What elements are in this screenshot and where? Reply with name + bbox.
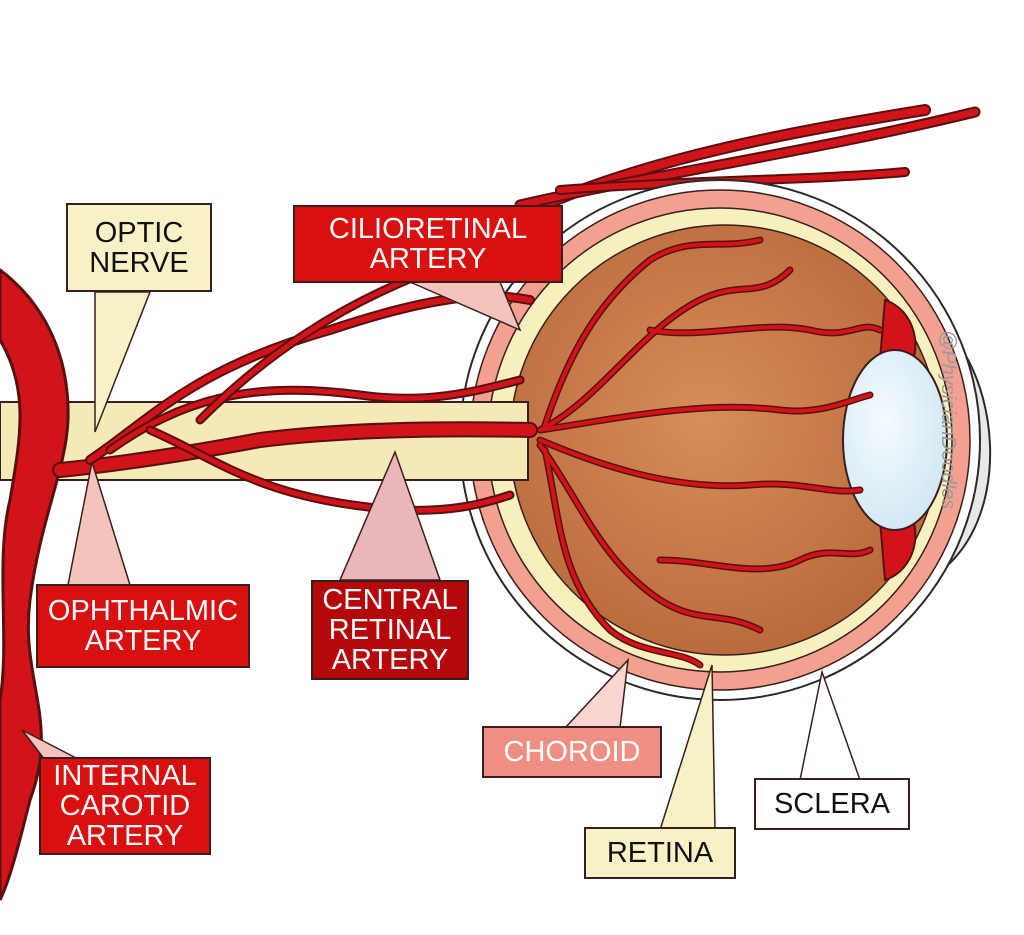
optic-nerve-pointer (94, 291, 152, 433)
cilioretinal-artery-label: CILIORETINAL ARTERY (293, 205, 563, 283)
central-retinal-artery-label: CENTRAL RETINAL ARTERY (311, 580, 469, 680)
retina-label: RETINA (584, 827, 736, 879)
label-pointers (21, 281, 862, 831)
watermark: @PhysicianDoodles (937, 330, 959, 509)
ophthalmic-artery-label: OPHTHALMIC ARTERY (36, 584, 250, 668)
optic-nerve-label: OPTIC NERVE (66, 203, 212, 292)
retinal-vessels (536, 236, 884, 669)
watermark-text: @PhysicianDoodles (937, 330, 959, 509)
internal-carotid-artery-label: INTERNAL CAROTID ARTERY (39, 757, 211, 855)
internal-carotid-artery-shape (0, 268, 70, 901)
choroid-label: CHOROID (482, 726, 662, 778)
sclera-label: SCLERA (754, 778, 910, 830)
choroid-pointer (563, 657, 630, 729)
sclera-pointer (799, 669, 862, 781)
